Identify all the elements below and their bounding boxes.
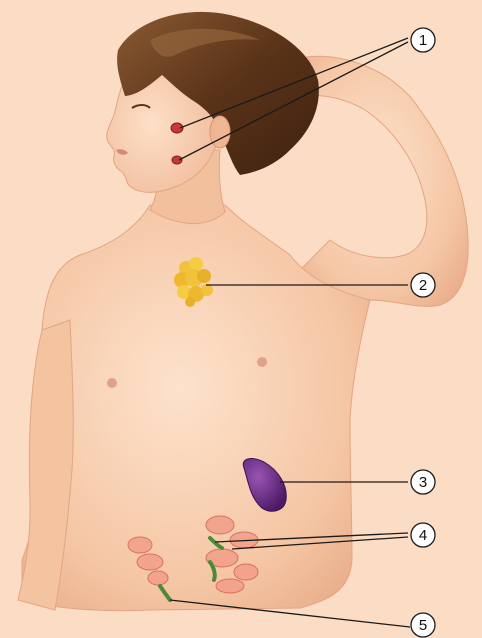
callout-4-number: 4 bbox=[419, 527, 427, 544]
callout-5-number: 5 bbox=[419, 617, 427, 634]
callout-2-number: 2 bbox=[419, 277, 427, 294]
callout-3: 3 bbox=[411, 470, 435, 494]
callout-1-number: 1 bbox=[419, 32, 427, 49]
callout-4: 4 bbox=[411, 523, 435, 547]
nipple-right bbox=[257, 357, 267, 367]
nipple-left bbox=[107, 378, 117, 388]
callout-5: 5 bbox=[411, 613, 435, 637]
callout-1: 1 bbox=[411, 28, 435, 52]
callout-2: 2 bbox=[411, 273, 435, 297]
callout-3-number: 3 bbox=[419, 474, 427, 491]
tonsil-lower bbox=[172, 156, 182, 164]
